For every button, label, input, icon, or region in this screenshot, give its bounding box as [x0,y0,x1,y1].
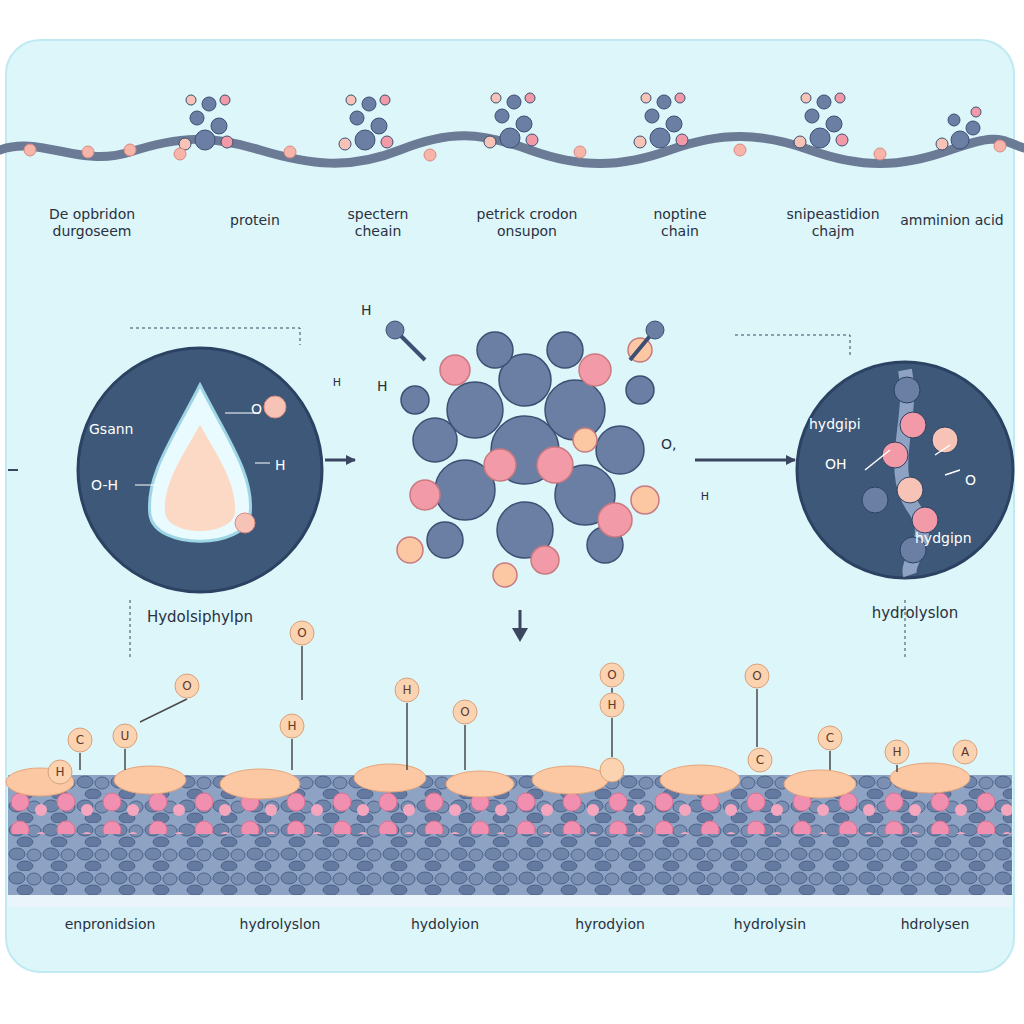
atom-letter: O [292,627,312,639]
chain-label: amminion acid [896,212,1008,229]
node-text: H [377,378,388,395]
node-text: O-H [91,477,118,494]
node-text: Gsann [89,421,133,438]
chain-label: protein [210,212,300,229]
node-text: O [251,401,262,418]
band-label: enpronidsion [35,916,185,933]
atom-letter: H [50,766,70,778]
node-text: O [965,472,976,489]
chain-label: noptine chain [643,206,718,240]
atom-letter: A [955,746,975,758]
node-text: H [275,457,286,474]
atom-letter: O [747,670,767,682]
band-label: hydolyion [370,916,520,933]
band-label: hdrolysen [860,916,1010,933]
atom-letter: C [820,732,840,744]
chain-label: snipeastidion chajm [774,206,892,240]
band-label: hydrolyslon [205,916,355,933]
flow-arrow [695,459,795,462]
band-label: hydrolysin [695,916,845,933]
node-text: OH [825,456,847,473]
water-circle: Gsann O O-H H [75,345,325,595]
chain-label: De opbridon durgoseem [27,206,157,240]
atom-letter: C [750,754,770,766]
band-label: hyrodyion [535,916,685,933]
atom-letter: H [282,720,302,732]
node-shape [75,345,325,595]
circle-caption: hydrolyslon [845,604,985,622]
hydrolysis-circle: hydgipiOH Ohydgipn [795,360,1015,580]
atom-label: H [329,376,345,389]
flow-arrow [325,459,355,462]
node-text: hydgipn [915,530,972,547]
protein-molecule: H H O, [355,290,695,610]
circle-caption: Hydolsiphylpn [115,608,285,626]
atom-letter: O [602,669,622,681]
atom-letter: H [602,699,622,711]
atom-letter: O [455,706,475,718]
node-text: H [361,302,372,319]
atom-label: H [697,490,713,503]
node-text: O, [661,436,676,453]
atom-letter: O [177,680,197,692]
atom-letter: H [887,746,907,758]
atom-letter: H [397,684,417,696]
atom-letter: U [115,730,135,742]
chain-label: petrick crodon onsupon [465,206,590,240]
atom-letter: C [70,734,90,746]
chain-label: spectern cheain [338,206,418,240]
node-text: hydgipi [809,416,861,433]
node-shape [355,290,695,610]
